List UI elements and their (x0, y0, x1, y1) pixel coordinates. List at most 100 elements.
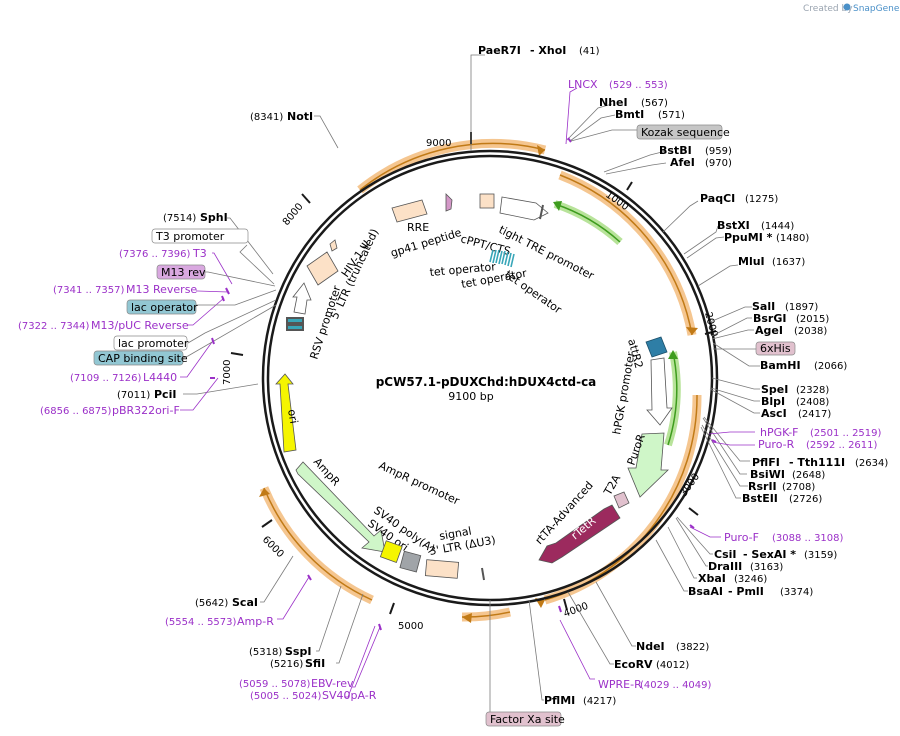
signal-label: signal (438, 525, 472, 543)
site-csii-pos: (3159) (804, 550, 837, 561)
t3prom-label: T3 promoter (155, 230, 225, 243)
rre-label: RRE (407, 221, 429, 234)
site-ndei-pos: (3822) (676, 642, 709, 653)
primer-marks (210, 287, 717, 631)
tick-9000: 9000 (426, 138, 451, 149)
site-ecorv-pos: (4012) (656, 660, 689, 671)
puror-arrow (627, 432, 669, 498)
site-scai: ScaI (232, 596, 258, 609)
site-xbai: XbaI (698, 572, 726, 585)
site-bsrgi: BsrGI (753, 312, 786, 325)
cap-box (93, 350, 184, 366)
site-sfii-pos: (5216) (270, 659, 303, 670)
site-bamhi-pos: (2066) (814, 361, 847, 372)
primer-pbr322ori-f-pos: (6856 .. 6875) (40, 406, 112, 417)
tick-6000: 6000 (260, 534, 286, 560)
ori-label: ori (285, 408, 300, 424)
site-blpi: BlpI (761, 395, 785, 408)
primer-wpre-r: WPRE-R (598, 678, 642, 691)
primer-amp-r: Amp-R (237, 615, 274, 628)
box-leaders (182, 129, 760, 712)
site-pcii-pos: (7011) (117, 390, 150, 401)
primer-puro-f: Puro-F (724, 531, 759, 544)
tick-5000: 5000 (398, 621, 423, 632)
snapgene-logo-icon (843, 3, 851, 11)
site-agei-pos: (2038) (794, 326, 827, 337)
site-tth111i: - Tth111I (789, 456, 845, 469)
site-bsaai: BsaAI (688, 585, 723, 598)
site-bsteii: BstEII (742, 492, 778, 505)
primer-sv40pa-r-pos: (5005 .. 5024) (250, 691, 322, 702)
site-nhei-pos: (567) (641, 98, 668, 109)
site-sphi: SphI (200, 211, 228, 224)
kozak-label: Kozak sequence (641, 126, 730, 139)
credit-brand: SnapGene (853, 4, 900, 14)
site-pflmi: PflMI (544, 694, 575, 707)
primer-l4440-pos: (7109 .. 7126) (70, 373, 142, 384)
tet-op-label-1: tet operator (429, 260, 497, 279)
m13rev-label: M13 rev (161, 266, 206, 279)
site-spei-pos: (2328) (796, 385, 829, 396)
plasmid-name: pCW57.1-pDUXChd:hDUX4ctd-ca (376, 375, 597, 389)
site-noti-pos: (8341) (250, 112, 283, 123)
ampr-promoter-label: AmpR promoter (377, 459, 462, 508)
site-xhoi: - XhoI (530, 44, 566, 57)
site-mlui-pos: (1637) (772, 257, 805, 268)
site-draiii: DraIII (708, 560, 742, 573)
primer-puro-r-pos: (2592 .. 2611) (806, 440, 878, 451)
site-draiii-pos: (3163) (750, 562, 783, 573)
primer-sv40pa-r: SV40pA-R (322, 689, 377, 702)
primer-lncx: LNCX (568, 78, 598, 91)
site-leaders (183, 54, 760, 701)
site-sali: SalI (752, 300, 775, 313)
attr2-box (645, 336, 668, 358)
site-asci: AscI (761, 407, 787, 420)
primer-lncx-pos: (529 .. 553) (609, 80, 668, 91)
site-paer7i: PaeR7I (478, 44, 521, 57)
site-bmti-pos: (571) (658, 110, 685, 121)
site-sspi: SspI (285, 645, 311, 658)
site-blpi-pos: (2408) (796, 397, 829, 408)
site-pflfi: PflFI (752, 456, 780, 469)
primer-puro-r: Puro-R (758, 438, 795, 451)
site-bamhi: BamHI (760, 359, 801, 372)
ltr3-box (424, 559, 460, 579)
cppt-box (479, 193, 495, 209)
site-xbai-pos: (3246) (734, 574, 767, 585)
primer-labels: LNCX (529 .. 553) hPGK-F (2501 .. 2519) … (18, 78, 882, 702)
primer-pbr322ori-f: pBR322ori-F (112, 404, 180, 417)
site-bstbi-pos: (959) (705, 146, 732, 157)
primer-hpgk-f-pos: (2501 .. 2519) (810, 428, 882, 439)
site-mlui: MluI (738, 255, 765, 268)
primer-m13puc-rev: M13/pUC Reverse (91, 319, 189, 332)
site-paqci-pos: (1275) (745, 194, 778, 205)
site-scai-pos: (5642) (195, 598, 228, 609)
site-ppumi-pos: (1480) (776, 233, 809, 244)
sv40pa-box (379, 540, 403, 564)
primer-m13-reverse: M13 Reverse (126, 283, 197, 296)
site-ecorv: EcoRV (614, 658, 653, 671)
tick-7000: 7000 (222, 360, 233, 385)
primer-hpgk-f: hPGK-F (760, 426, 798, 439)
primer-m13-reverse-pos: (7341 .. 7357) (53, 285, 125, 296)
rsv-promoter-arrow (292, 282, 312, 315)
site-sali-pos: (1897) (785, 302, 818, 313)
site-paqci: PaqCI (700, 192, 735, 205)
hiv-psi-box (306, 251, 339, 286)
site-sspi-pos: (5318) (249, 647, 282, 658)
site-noti: NotI (287, 110, 313, 123)
site-ppumi: PpuMI * (724, 231, 773, 244)
site-bsiwi-pos: (2648) (792, 470, 825, 481)
primer-t3: T3 (192, 247, 207, 260)
site-pflmi-pos: (4217) (583, 696, 616, 707)
site-bsaai-pos: (3374) (780, 587, 813, 598)
m13rev-box (156, 264, 206, 280)
cap-label: CAP binding site (98, 352, 188, 365)
lacprom-label: lac promoter (118, 337, 189, 350)
his-label: 6xHis (760, 342, 791, 355)
green-arcs (553, 200, 681, 447)
site-afei: AfeI (670, 156, 695, 169)
primer-leaders (180, 87, 755, 698)
site-pflfi-pos: (2634) (855, 458, 888, 469)
